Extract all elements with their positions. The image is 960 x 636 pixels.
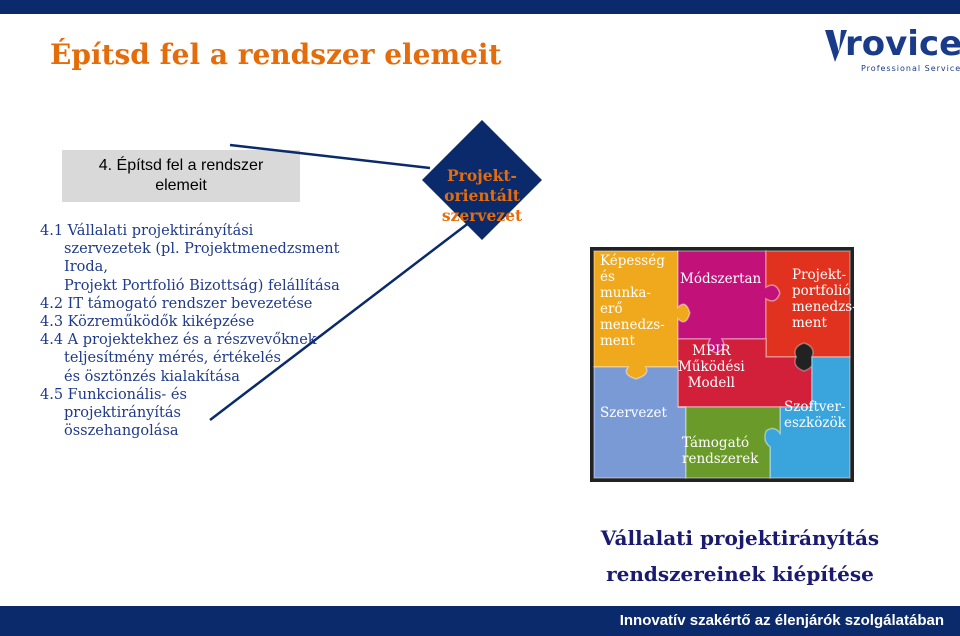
outline-item: 4.3 Közreműködők kiképzése — [40, 314, 255, 331]
section-heading-line2: elemeit — [155, 177, 207, 194]
provice-logo: rovice Professional Services — [825, 24, 960, 76]
summary-caption: Vállalati projektirányítás rendszereinek… — [540, 520, 940, 592]
outline-item: összehangolása — [64, 423, 179, 440]
outline-item: és ösztönzés kialakítása — [64, 368, 240, 385]
logo-mark-icon — [825, 30, 847, 62]
footer-bar: Innovatív szakértő az élenjárók szolgála… — [0, 606, 960, 636]
section-heading-line1: 4. Építsd fel a rendszer — [98, 157, 264, 174]
puzzle-piece-tamogato — [678, 406, 781, 479]
outline-item: 4.1 Vállalati projektirányítási — [40, 223, 254, 239]
puzzle-piece-modszertan — [677, 250, 781, 354]
outline-item: teljesítmény mérés, értékelés — [64, 350, 281, 367]
puzzle-label-szoftver: Szoftver-eszközök — [784, 399, 846, 431]
project-oriented-diamond: Projekt- orientált szervezet — [420, 118, 544, 242]
outline-list: 4.1 Vállalati projektirányítási szervezet… — [40, 222, 420, 440]
footer-slogan: Innovatív szakértő az élenjárók szolgála… — [619, 612, 944, 629]
diamond-line1: Projekt- — [447, 166, 517, 185]
logo-tagline: Professional Services — [861, 64, 960, 73]
outline-item: 4.5 Funkcionális- és — [40, 386, 187, 403]
outline-item: projektirányítás — [64, 405, 181, 422]
diamond-shape-icon — [422, 120, 542, 240]
puzzle-label-modszertan: Módszertan — [680, 271, 762, 287]
summary-line1: Vállalati projektirányítás — [600, 526, 880, 550]
outline-item: 4.2 IT támogató rendszer bevezetése — [40, 295, 313, 312]
puzzle-graphic — [590, 247, 854, 482]
outline-item: Projekt Portfolió Bizottság) felállítása — [64, 277, 340, 294]
page-title: Építsd fel a rendszer elemeit — [50, 38, 502, 71]
outline-item: 4.4 A projektekhez és a részvevőknek — [40, 332, 317, 349]
summary-line2: rendszereinek kiépítése — [606, 562, 874, 586]
puzzle-label-szervezet: Szervezet — [600, 405, 667, 421]
diamond-line2: orientált — [444, 186, 520, 205]
outline-item: szervezetek (pl. Projektmenedzsment — [64, 241, 340, 258]
puzzle-piece-szervezet — [593, 366, 687, 479]
outline-item: Iroda, — [64, 259, 108, 276]
top-bar — [0, 0, 960, 14]
section-heading-box: 4. Építsd fel a rendszer elemeit — [62, 150, 300, 202]
logo-name: rovice — [845, 24, 960, 64]
diamond-line3: szervezet — [441, 206, 523, 225]
